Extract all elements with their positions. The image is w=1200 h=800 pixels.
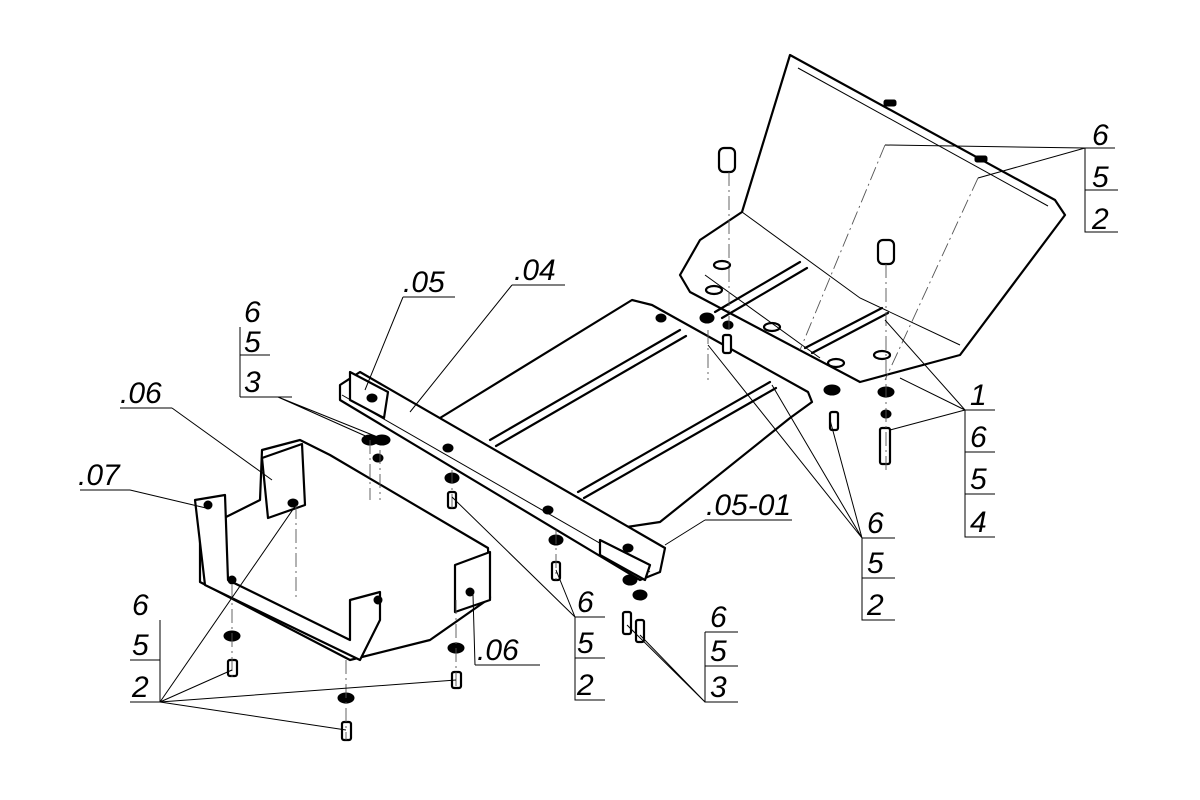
- stack-bottom-left-1: 6: [132, 589, 149, 622]
- callout-labels: .05 .04 .06 .07 .06 .05-01 6 5 2 6 5 3 1…: [78, 119, 1109, 704]
- stack-bottom-center-1: 6: [577, 586, 594, 619]
- label-part-06-bottom: .06: [477, 634, 519, 667]
- stack-bottom-center-2: 5: [577, 627, 594, 660]
- stack-bottom-left-2: 5: [132, 629, 149, 662]
- leader-lines: [80, 144, 1118, 731]
- label-part-04: .04: [514, 254, 556, 287]
- stack-right-four-2: 6: [970, 421, 987, 454]
- center-lines: [231, 144, 979, 740]
- front-bracket: [193, 438, 492, 662]
- label-part-05: .05: [403, 266, 445, 299]
- stack-right-four-4: 4: [970, 506, 987, 539]
- stack-upper-left-3: 3: [244, 366, 261, 399]
- stack-bottom-right-1: 6: [710, 601, 727, 634]
- stack-bottom-center-3: 2: [576, 669, 594, 702]
- fasteners: [223, 312, 895, 742]
- stack-center-right-2: 5: [867, 547, 884, 580]
- stack-top-right-1: 6: [1092, 119, 1109, 152]
- stack-right-four-3: 5: [970, 463, 987, 496]
- stack-upper-left-2: 5: [244, 326, 261, 359]
- label-part-05-01: .05-01: [706, 489, 791, 522]
- stack-center-right-1: 6: [867, 507, 884, 540]
- stack-center-right-3: 2: [866, 589, 884, 622]
- stack-bottom-left-3: 2: [131, 671, 149, 704]
- stack-bottom-right-2: 5: [710, 635, 727, 668]
- stack-top-right-2: 5: [1092, 161, 1109, 194]
- cross-bar: [338, 370, 667, 582]
- stack-right-four-1: 1: [970, 379, 987, 412]
- stack-bottom-right-3: 3: [710, 671, 727, 704]
- stack-upper-left-1: 6: [244, 296, 261, 329]
- stack-top-right-3: 2: [1091, 203, 1109, 236]
- rear-skid-plate: [678, 53, 1067, 384]
- label-part-06-top: .06: [120, 377, 162, 410]
- label-part-07: .07: [78, 459, 121, 492]
